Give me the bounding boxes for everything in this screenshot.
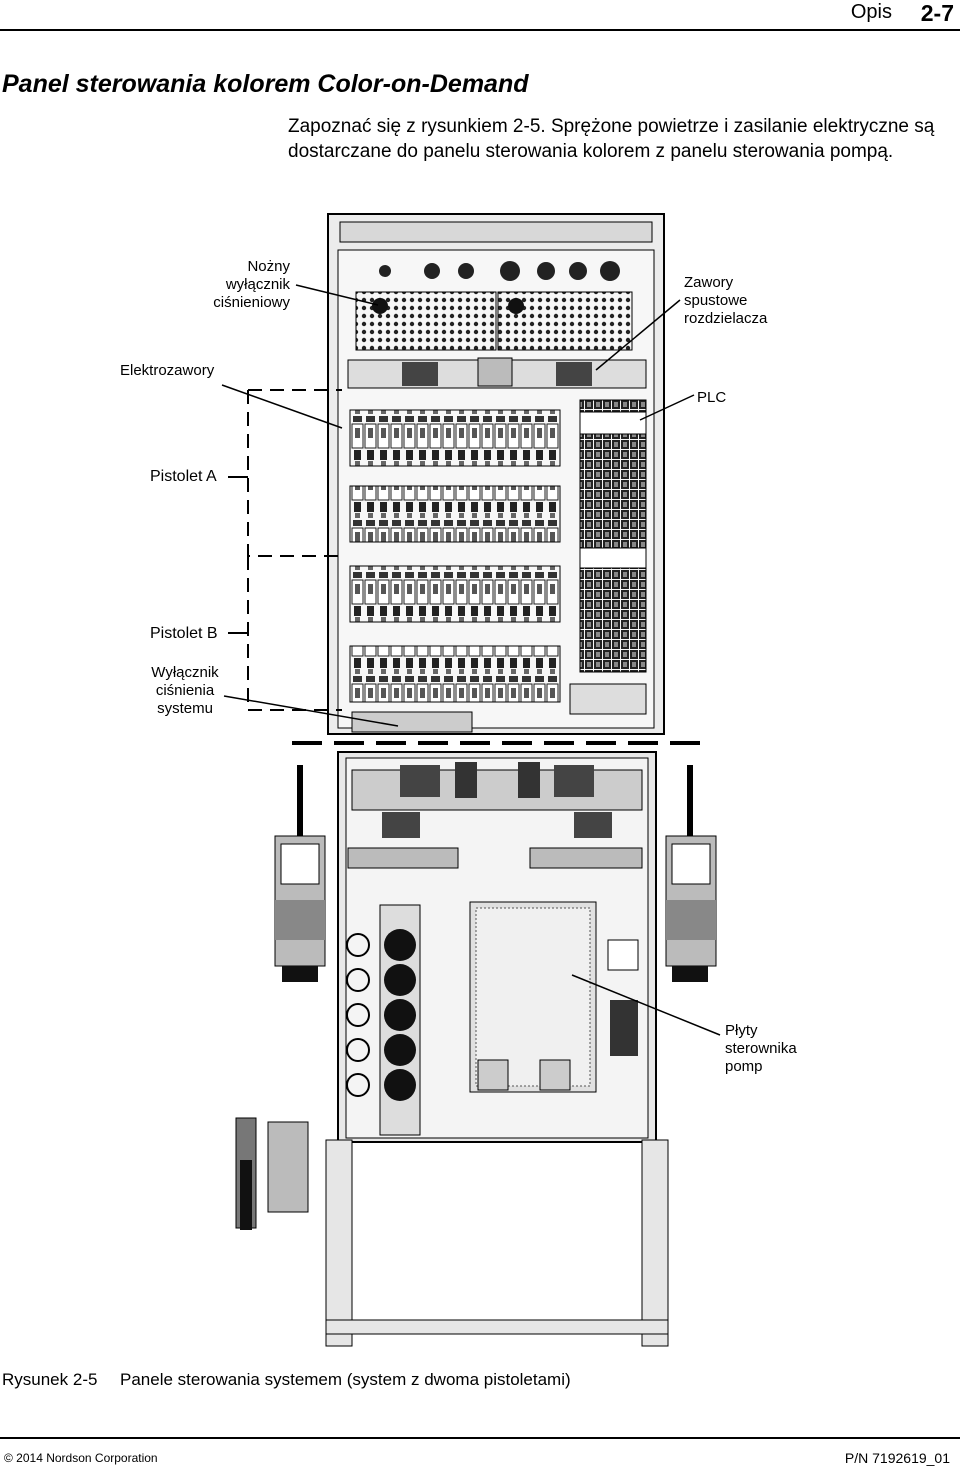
pump-control-cabinet [337,751,657,1143]
page-title: Panel sterowania kolorem Color-on-Demand [2,70,529,98]
header-section: Opis [850,1,892,23]
footer-rule [0,1437,960,1439]
control-panel-drawing [221,213,721,1347]
label-gun-b: Pistolet B [150,625,218,642]
header-rule [0,29,960,31]
label-drain-valves: Zawory spustowe rozdzielacza [684,274,768,327]
callout-brackets [247,389,342,711]
stand-frame [325,1139,669,1347]
footer-copyright: © 2014 Nordson Corporation [4,1451,158,1465]
label-plc: PLC [697,389,727,406]
header-page-number: 2-7 [920,0,954,26]
label-solenoids: Elektrozawory [120,362,215,379]
pump-motors [274,764,717,982]
label-gun-a: Pistolet A [150,468,217,485]
label-foot-switch: Nożny wyłącznik ciśnieniowy [213,258,290,311]
figure-caption-number: Rysunek 2-5 [2,1370,98,1389]
figure: Nożny wyłącznik ciśnieniowy Zawory spust… [0,190,960,1360]
footer-part-number: P/N 7192619_01 [844,1450,950,1466]
label-pump-boards: Płyty sterownika pomp [725,1022,797,1075]
color-control-cabinet [327,213,665,735]
figure-caption-text: Panele sterowania systemem (system z dwo… [120,1370,571,1389]
leader-lines [221,284,721,1036]
intro-paragraph: Zapoznać się z rysunkiem 2-5. Sprężone p… [288,116,935,162]
label-pressure-switch: Wyłącznik ciśnienia systemu [151,664,219,717]
air-filter [235,1117,309,1230]
